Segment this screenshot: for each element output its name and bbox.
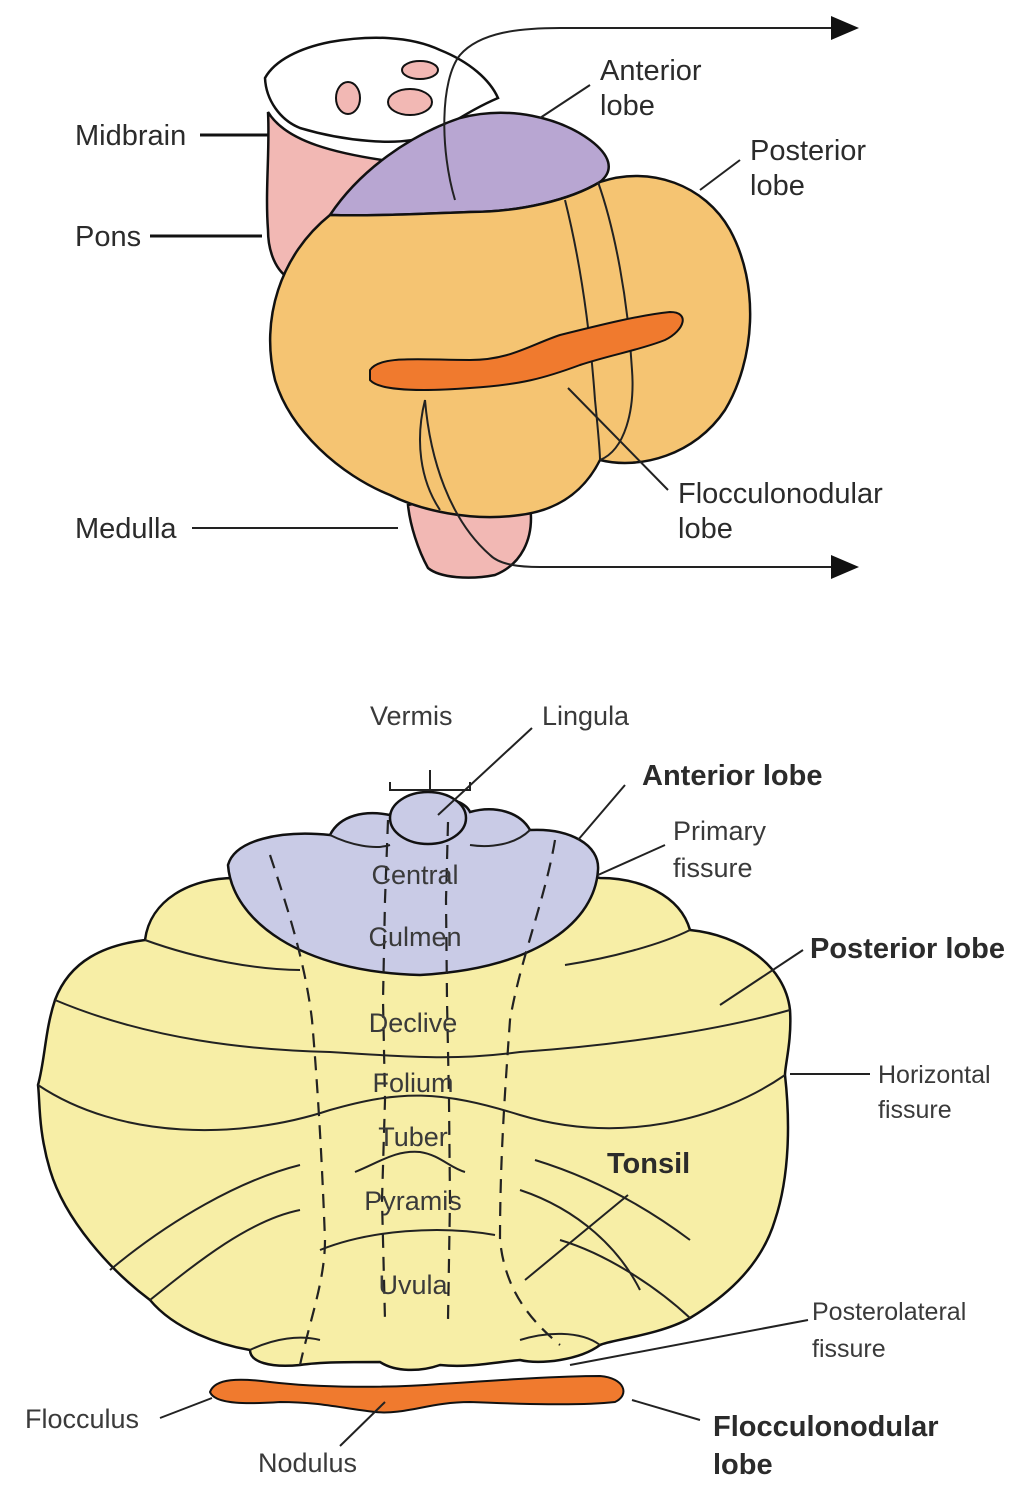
top-lower-hemisphere-line <box>419 399 441 511</box>
horizontal-fissure-label-line2: fissure <box>878 1096 952 1124</box>
posterior-lobe-leader-bottom <box>719 949 804 1006</box>
anterior-lobe-label-line2: lobe <box>600 90 655 122</box>
vermis-dash-right-outer <box>498 839 561 1346</box>
midbrain-nucleus-1 <box>335 81 361 115</box>
flocculonodular-leader-bottom <box>631 1399 701 1421</box>
declive-folium-fissure <box>54 999 791 1059</box>
right-folia <box>519 1159 691 1319</box>
midbrain-label: Midbrain <box>75 120 186 152</box>
top-cerebellum-diagram: Midbrain Pons Medulla Anterior lobe Post… <box>75 16 883 579</box>
section-arrow-top <box>443 16 859 201</box>
primary-fissure-label-line2: fissure <box>673 853 753 883</box>
flocculonodular-lobe-bottom <box>208 1374 625 1414</box>
medulla-label: Medulla <box>75 513 177 545</box>
vermis-dash-left-outer <box>268 854 327 1366</box>
posterolateral-fissure-label-line1: Posterolateral <box>812 1298 966 1326</box>
flocculonodular-label-bottom-line1: Flocculonodular <box>713 1411 939 1443</box>
tonsil-bottom-lines <box>249 1332 601 1351</box>
section-arrow-bottom <box>424 399 859 579</box>
uvula-top-line <box>319 1229 496 1251</box>
flocculonodular-label-bottom-line2: lobe <box>713 1449 773 1481</box>
declive-label: Declive <box>369 1008 458 1038</box>
posterior-lobe-leader <box>699 159 741 191</box>
tonsil-label: Tonsil <box>607 1148 690 1180</box>
uvula-label: Uvula <box>378 1270 448 1300</box>
flocculonodular-leader-top <box>567 387 669 491</box>
primary-fissure-leader <box>597 844 666 876</box>
vermis-bracket <box>389 770 471 791</box>
midbrain-nucleus-2 <box>387 88 433 116</box>
flocculonodular-label-top-line2: lobe <box>678 513 733 545</box>
anterior-lobe-leader-bottom <box>577 784 626 841</box>
posterolateral-fissure-leader <box>569 1319 809 1366</box>
tuber-lines <box>354 1150 466 1173</box>
posterior-lobe-label-line2: lobe <box>750 170 805 202</box>
upper-posterior-fissure <box>144 929 691 971</box>
posterolateral-fissure-label-line2: fissure <box>812 1335 886 1363</box>
nodulus-label: Nodulus <box>258 1448 357 1478</box>
flocculonodular-label-top-line1: Flocculonodular <box>678 478 883 510</box>
tonsil-leader <box>524 1194 629 1281</box>
midbrain-cut-surface <box>263 36 500 143</box>
anterior-lobe-label-line1: Anterior <box>600 55 702 87</box>
folium-label: Folium <box>372 1068 453 1098</box>
horizontal-fissure-line <box>37 1074 786 1132</box>
lingula-leader <box>437 727 533 816</box>
posterior-lobe-top <box>268 174 752 519</box>
posterior-lobe-label-bottom: Posterior lobe <box>810 933 1005 965</box>
pons-label: Pons <box>75 221 141 253</box>
top-lateral-line <box>597 181 634 461</box>
flocculus-leader <box>159 1397 213 1419</box>
horizontal-fissure-label-line1: Horizontal <box>878 1061 991 1089</box>
primary-fissure-label-line1: Primary <box>673 816 766 846</box>
flocculonodular-lobe-top <box>369 310 684 391</box>
bottom-cerebellum-diagram: Central Culmen Declive Folium Tuber Pyra… <box>25 701 1005 1481</box>
lingula-label: Lingula <box>542 701 630 731</box>
flocculus-label: Flocculus <box>25 1404 139 1434</box>
tuber-label: Tuber <box>378 1122 448 1152</box>
posterior-lobe-label-line1: Posterior <box>750 135 866 167</box>
central-label: Central <box>371 860 458 890</box>
anterior-lobe-leader <box>539 84 591 119</box>
vermis-dash-left-inner <box>380 819 390 1321</box>
anterior-lobe-label-bottom: Anterior lobe <box>642 760 822 792</box>
left-folia <box>109 1164 301 1301</box>
nodulus-leader <box>339 1401 386 1447</box>
culmen-label: Culmen <box>368 922 461 952</box>
vermis-dash-right-inner <box>444 821 452 1321</box>
midbrain-aqueduct-1 <box>401 60 439 80</box>
top-right-hemisphere-line <box>564 199 601 461</box>
vermis-label: Vermis <box>370 701 453 731</box>
pyramis-label: Pyramis <box>364 1186 462 1216</box>
